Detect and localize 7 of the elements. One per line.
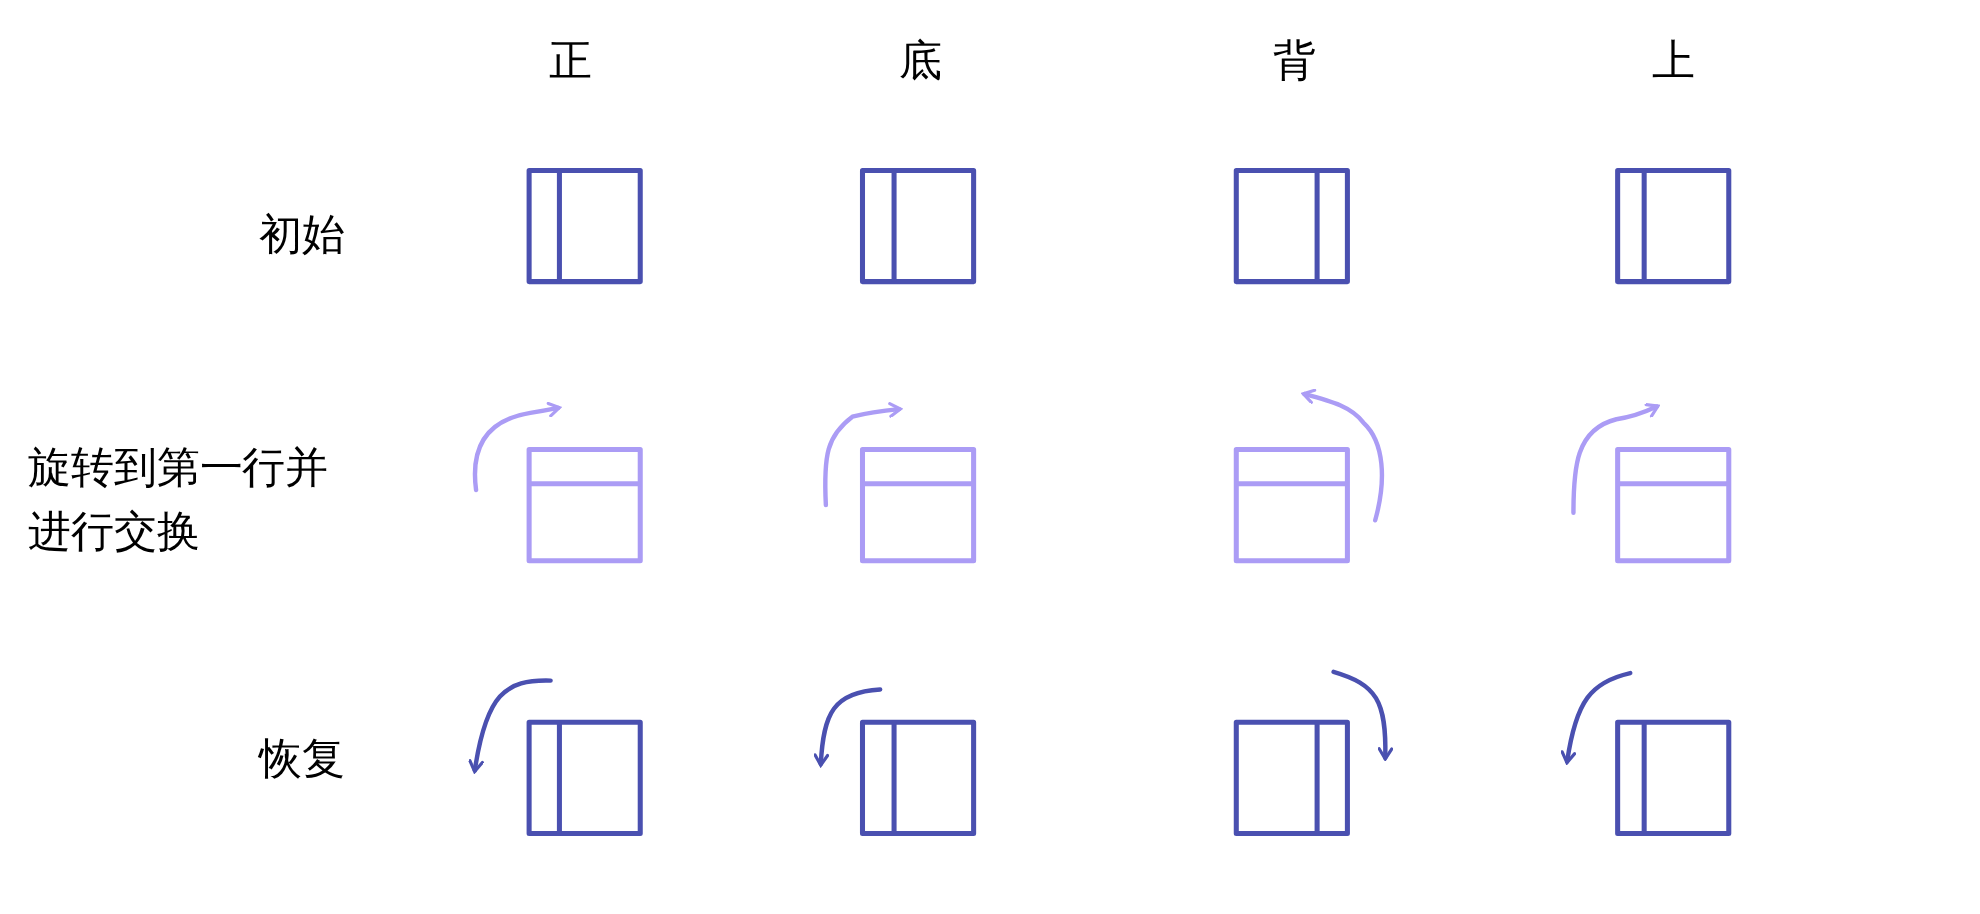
column-header: 底 bbox=[898, 33, 944, 87]
column-header: 上 bbox=[1650, 33, 1696, 87]
row-label: 恢复 bbox=[257, 731, 345, 785]
column-header: 背 bbox=[1271, 33, 1317, 87]
row-label: 初始 bbox=[257, 207, 345, 261]
column-header: 正 bbox=[548, 33, 594, 87]
row-label: 旋转到第一行并进行交换 bbox=[27, 441, 330, 558]
